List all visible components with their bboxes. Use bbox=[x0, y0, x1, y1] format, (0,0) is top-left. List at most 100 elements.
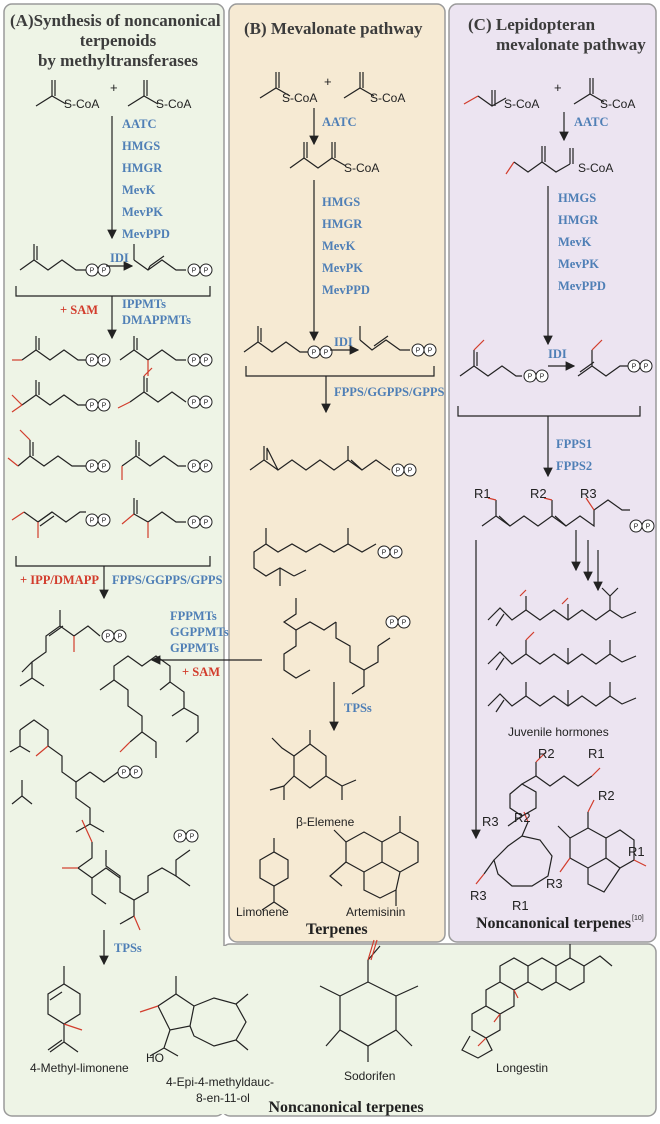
bottom-products: 4-Methyl-limonene HO 4-Epi-4-methyldauc-… bbox=[30, 939, 613, 1116]
limonene-label: Limonene bbox=[236, 905, 289, 919]
methyl-gpp-a bbox=[19, 610, 127, 687]
enzyme-hmgr-b: HMGR bbox=[322, 217, 363, 231]
panel-bottom-background bbox=[221, 943, 657, 1117]
bracket-a1 bbox=[15, 286, 211, 297]
scoa-label-1: S-CoA bbox=[64, 97, 99, 111]
ho-label: HO bbox=[146, 1051, 164, 1065]
enzyme-gppmts: GPPMTs bbox=[170, 641, 219, 655]
methylated-c5-grid bbox=[7, 336, 213, 538]
enzyme-hmgr-a: HMGR bbox=[122, 161, 163, 175]
r1-label-c3: R1 bbox=[628, 844, 645, 859]
sodorifen-label: Sodorifen bbox=[344, 1069, 395, 1083]
acetyl-coa-pair: S-CoA + S-CoA bbox=[35, 80, 191, 111]
methyl-prenyl-chains-a bbox=[9, 655, 199, 833]
noncanonical-footer-bottom: Noncanonical terpenes bbox=[268, 1099, 423, 1116]
plus-sign-a: + bbox=[110, 80, 118, 95]
bracket-a2 bbox=[15, 556, 211, 567]
enzyme-aatc-c: AATC bbox=[574, 115, 609, 129]
longestin bbox=[461, 944, 613, 1059]
scoa-label-2: S-CoA bbox=[156, 97, 191, 111]
enzyme-fpps1: FPPS1 bbox=[556, 437, 592, 451]
r3-label-c1: R3 bbox=[482, 814, 499, 829]
r1-label-c2: R1 bbox=[512, 898, 529, 913]
tpss-label-a: TPSs bbox=[114, 941, 142, 955]
terpenes-footer: Terpenes bbox=[306, 921, 368, 938]
r2-label-fpp: R2 bbox=[530, 486, 547, 501]
enzyme-hmgr-c: HMGR bbox=[558, 213, 599, 227]
enzyme-mevk-b: MevK bbox=[322, 239, 356, 253]
limonene-b bbox=[259, 838, 289, 911]
longestin-label: Longestin bbox=[496, 1061, 548, 1075]
ipp-dmapp-label: + IPP/DMAPP bbox=[20, 573, 99, 587]
prenyl-chain-b2 bbox=[253, 528, 403, 586]
methyl-limonene-label: 4-Methyl-limonene bbox=[30, 1061, 129, 1075]
r3-label-c2: R3 bbox=[470, 888, 487, 903]
homo-fpp-c bbox=[481, 497, 655, 533]
idi-label-a: IDI bbox=[110, 251, 129, 265]
enzyme-mevppd-c: MevPPD bbox=[558, 279, 606, 293]
sam-label-a1: + SAM bbox=[60, 303, 98, 317]
dmapp-molecule-b bbox=[359, 326, 437, 357]
methyldaucenol bbox=[139, 976, 249, 1057]
scoa-label-c3: S-CoA bbox=[578, 161, 613, 175]
idi-label-c: IDI bbox=[548, 347, 567, 361]
enzyme-aatc-b: AATC bbox=[322, 115, 357, 129]
enzyme-dmappmts: DMAPPMTs bbox=[122, 313, 191, 327]
r1-label-c1: R1 bbox=[588, 746, 605, 761]
noncanonical-terpenes-c bbox=[507, 751, 601, 827]
bracket-c bbox=[457, 406, 641, 417]
bracket-b bbox=[245, 366, 435, 377]
enzyme-mevpk-b: MevPK bbox=[322, 261, 363, 275]
prenyl-enzymes-a: FPPS/GGPPS/GPPS bbox=[112, 573, 222, 587]
elemene-label: β-Elemene bbox=[296, 815, 355, 829]
plus-sign-b: + bbox=[324, 74, 332, 89]
cyclic-terpenes-c bbox=[475, 799, 647, 893]
r2-label-c1: R2 bbox=[538, 746, 555, 761]
panel-b-title: (B) Mevalonate pathway bbox=[244, 19, 423, 38]
r3-label-c3: R3 bbox=[546, 876, 563, 891]
acetoacetyl-coa-b: S-CoA bbox=[289, 142, 379, 175]
enzyme-aatc-a: AATC bbox=[122, 117, 157, 131]
methyl-ggpp-a bbox=[62, 819, 199, 931]
scoa-label-b2: S-CoA bbox=[370, 91, 405, 105]
beta-elemene bbox=[269, 730, 357, 800]
ggpp-molecule-b bbox=[282, 598, 411, 695]
enzyme-hmgs-c: HMGS bbox=[558, 191, 596, 205]
r2-label-c2: R2 bbox=[514, 810, 531, 825]
enzyme-ggppmts: GGPPMTs bbox=[170, 625, 229, 639]
plus-sign-c: + bbox=[554, 80, 562, 95]
r1-label-fpp: R1 bbox=[474, 486, 491, 501]
panel-bottom-overlap bbox=[220, 946, 226, 1114]
r3-label-fpp: R3 bbox=[580, 486, 597, 501]
idi-label-b: IDI bbox=[334, 335, 353, 349]
juvenile-hormones-label: Juvenile hormones bbox=[508, 725, 609, 739]
homo-dmapp-c bbox=[577, 339, 653, 377]
enzyme-mevppd-b: MevPPD bbox=[322, 283, 370, 297]
reference-c: [10] bbox=[632, 915, 644, 922]
enzyme-mevpk-c: MevPK bbox=[558, 257, 599, 271]
panel-b: (B) Mevalonate pathway S-CoA + S-CoA AAT… bbox=[236, 19, 444, 938]
enzyme-fppmts: FPPMTs bbox=[170, 609, 217, 623]
prenyl-enzymes-b: FPPS/GGPPS/GPPS bbox=[334, 385, 444, 399]
juvenile-hormones bbox=[487, 587, 637, 713]
panel-a-title-line2: terpenoids bbox=[80, 31, 157, 50]
panel-c-title-line1: (C) Lepidopteran bbox=[468, 15, 596, 34]
r2-label-c3: R2 bbox=[598, 788, 615, 803]
enzyme-ippmts: IPPMTs bbox=[122, 297, 166, 311]
enzyme-hmgs-b: HMGS bbox=[322, 195, 360, 209]
tpss-label-b: TPSs bbox=[344, 701, 372, 715]
daucenol-label-line1: 4-Epi-4-methyldauc- bbox=[166, 1075, 274, 1089]
enzyme-mevk-a: MevK bbox=[122, 183, 156, 197]
ipp-molecule-a bbox=[19, 244, 111, 277]
panel-c-title-line2: mevalonate pathway bbox=[496, 35, 646, 54]
ipp-molecule-b bbox=[243, 326, 333, 359]
scoa-label-c1: S-CoA bbox=[504, 97, 539, 111]
dmapp-molecule-a bbox=[133, 244, 213, 277]
enzyme-mevk-c: MevK bbox=[558, 235, 592, 249]
panel-a-title-line3: by methyltransferases bbox=[38, 51, 198, 70]
scoa-label-b1: S-CoA bbox=[282, 91, 317, 105]
daucenol-label-line2: 8-en-11-ol bbox=[196, 1091, 250, 1105]
fpp-molecule-b bbox=[249, 446, 417, 477]
ketoacyl-coa-c: S-CoA bbox=[505, 146, 613, 175]
panel-a: (A)Synthesis of noncanonical terpenoids … bbox=[7, 11, 229, 966]
